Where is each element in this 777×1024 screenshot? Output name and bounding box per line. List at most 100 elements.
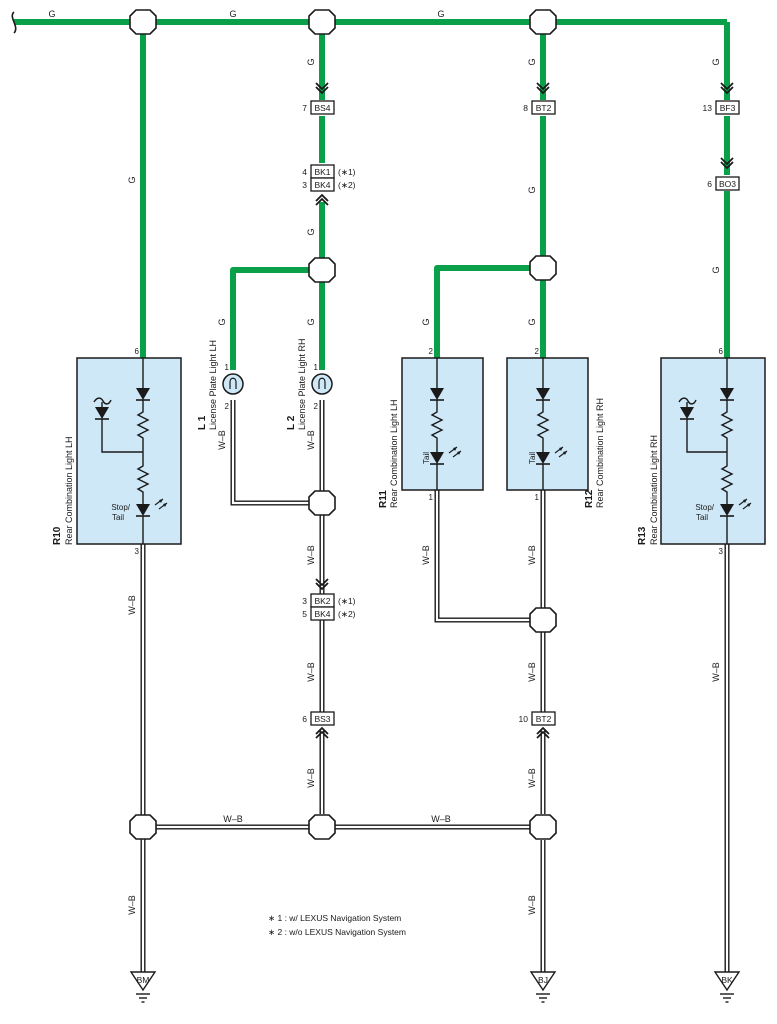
- connector-pin-bt2-top: 8: [523, 103, 528, 113]
- wire-label-wb-l1: W–B: [217, 430, 227, 450]
- connector-name-bk2: BK2: [314, 596, 330, 606]
- green-wire-r11: [434, 265, 530, 358]
- connector-pin-bs3: 6: [302, 714, 307, 724]
- connector-pin-bf3: 13: [703, 103, 713, 113]
- wire-label-g-r13: G: [711, 266, 721, 273]
- pin-r12-bottom: 1: [535, 493, 540, 502]
- wire-label-g-l1: G: [217, 318, 227, 325]
- connector-name-bs3: BS3: [314, 714, 330, 724]
- legend-note-1: ∗ 1 : w/ LEXUS Navigation System: [268, 913, 401, 923]
- component-box-r10: [76, 357, 182, 545]
- wire-label-wb-bs3: W–B: [306, 662, 316, 682]
- wire-label-wb-r11: W–B: [421, 545, 431, 565]
- ground-bk-label: BK: [721, 975, 733, 985]
- component-id-r10: R10: [52, 526, 63, 545]
- junction-tail-ground: [529, 607, 557, 633]
- connector-note-bk1: (∗1): [338, 167, 356, 177]
- pin-r11-bottom: 1: [429, 493, 434, 502]
- component-name-r11: Rear Combination Light LH: [389, 399, 399, 508]
- connector-name-bf3: BF3: [720, 103, 736, 113]
- wire-label-wb-bj: W–B: [527, 895, 537, 915]
- r12-bulb-label: Tail: [528, 452, 537, 464]
- connector-name-bs4: BS4: [314, 103, 330, 113]
- component-id-r12: R12: [584, 489, 595, 508]
- connector-note-bk4-bottom: (∗2): [338, 609, 356, 619]
- component-id-r11: R11: [378, 490, 389, 508]
- junction-license-ground: [308, 490, 336, 516]
- connector-box-bk4-bottom: [310, 606, 335, 621]
- connector-name-bk4-top: BK4: [314, 180, 330, 190]
- wire-label-g-bus-3: G: [437, 9, 444, 19]
- connector-note-bk2: (∗1): [338, 596, 356, 606]
- component-box-r11: [401, 357, 484, 491]
- connector-note-bk4-top: (∗2): [338, 180, 356, 190]
- connector-box-bs3: [310, 711, 335, 726]
- component-box-r12: [506, 357, 589, 491]
- junction-top-2: [308, 9, 336, 35]
- wire-label-g-bus-2: G: [229, 9, 236, 19]
- pin-l1-top: 1: [225, 363, 230, 372]
- junction-top-3: [529, 9, 557, 35]
- connector-pin-bt2-bottom: 10: [519, 714, 529, 724]
- junction-bottom-left: [129, 814, 157, 840]
- pin-r11-top: 2: [429, 347, 434, 356]
- wire-label-g-bt2-mid: G: [527, 186, 537, 193]
- component-id-l2: L 2: [286, 415, 297, 430]
- connector-box-bt2-bottom: [531, 711, 556, 726]
- junction-top-1: [129, 9, 157, 35]
- wire-label-wb-r12: W–B: [527, 545, 537, 565]
- pin-r13-top: 6: [719, 347, 724, 356]
- pin-l2-top: 1: [314, 363, 319, 372]
- component-name-r13: Rear Combination Light RH: [649, 435, 659, 545]
- component-box-r13: [660, 357, 766, 545]
- connector-pin-bk2: 3: [302, 596, 307, 606]
- pin-l2-bottom: 2: [314, 402, 319, 411]
- pin-r13-bottom: 3: [719, 547, 724, 556]
- wire-label-g-r11: G: [421, 318, 431, 325]
- connector-pin-bo3: 6: [707, 179, 712, 189]
- ground-bm-label: BM: [137, 975, 150, 985]
- junction-license: [308, 257, 336, 283]
- connector-box-bs4: [310, 100, 335, 115]
- wire-break-mark: [11, 11, 17, 34]
- wire-label-g-l2: G: [306, 318, 316, 325]
- component-name-r10: Rear Combination Light LH: [64, 436, 74, 545]
- wire-label-g-bf3: G: [711, 58, 721, 65]
- wire-label-g-r10: G: [127, 176, 137, 183]
- legend-note-2: ∗ 2 : w/o LEXUS Navigation System: [268, 927, 406, 937]
- pin-r10-bottom: 3: [135, 547, 140, 556]
- wire-label-g-bt2: G: [527, 58, 537, 65]
- component-name-l1: License Plate Light LH: [208, 340, 218, 430]
- connector-name-bk4-bottom: BK4: [314, 609, 330, 619]
- connector-name-bt2-top: BT2: [536, 103, 552, 113]
- wire-label-g-bus-1: G: [48, 9, 55, 19]
- green-wire-l1: [230, 267, 309, 370]
- connector-pin-bk4-top: 3: [302, 180, 307, 190]
- component-name-r12: Rear Combination Light RH: [595, 398, 605, 508]
- ground-bj-label: BJ: [538, 975, 548, 985]
- wire-label-wb-bottom-1: W–B: [223, 814, 243, 824]
- wire-label-wb-bt2: W–B: [527, 662, 537, 682]
- wire-label-wb-r10-bottom: W–B: [127, 895, 137, 915]
- r13-bulb-label-2: Tail: [696, 513, 708, 522]
- r13-bulb-label-1: Stop/: [695, 503, 714, 512]
- connector-name-bt2-bottom: BT2: [536, 714, 552, 724]
- wire-label-wb-r13: W–B: [711, 662, 721, 682]
- connector-name-bo3: BO3: [719, 179, 736, 189]
- r10-tilde-icon: [93, 397, 112, 405]
- wire-label-wb-bs3-bottom: W–B: [306, 768, 316, 788]
- r10-bulb-label-1: Stop/: [111, 503, 130, 512]
- connector-box-bk4-top: [310, 177, 335, 192]
- junction-bottom-mid: [308, 814, 336, 840]
- l2-lamp-icon: [311, 373, 333, 395]
- wire-label-wb-bk2: W–B: [306, 545, 316, 565]
- connector-pin-bk4-bottom: 5: [302, 609, 307, 619]
- pin-l1-bottom: 2: [225, 402, 230, 411]
- component-name-l2: License Plate Light RH: [297, 338, 307, 430]
- wire-label-wb-l2: W–B: [306, 430, 316, 450]
- connector-box-bf3: [715, 100, 740, 115]
- r11-bulb-label: Tail: [422, 452, 431, 464]
- wire-label-g-bs4: G: [306, 58, 316, 65]
- junction-bottom-right: [529, 814, 557, 840]
